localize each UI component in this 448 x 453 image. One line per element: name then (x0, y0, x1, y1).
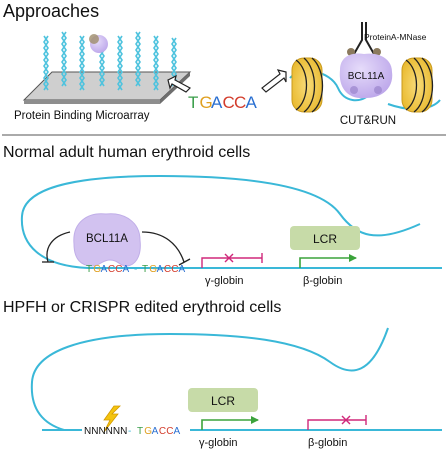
mnase-label: ProteinA-MNase (364, 32, 427, 42)
left-nucleosome (291, 57, 324, 113)
microarray-illustration (22, 31, 192, 104)
normal-lcr-box (290, 226, 360, 250)
microarray-label: Protein Binding Microarray (14, 110, 150, 122)
motif-letter: T (188, 93, 198, 112)
approach-arrows (167, 69, 287, 93)
right-nucleosome (401, 57, 434, 113)
motif-letter: A (123, 264, 130, 275)
hpfh-lcr-box (188, 388, 258, 412)
normal-motif-dash: - (134, 264, 137, 275)
dna-probes (43, 31, 177, 91)
motif-letter: A (246, 93, 258, 112)
hpfh-motif-dash: - (128, 426, 131, 437)
left-repression-arc (46, 231, 71, 263)
approaches-heading: Approaches (3, 1, 99, 21)
hpfh-mutated-prefix: NNNNNN (84, 426, 127, 437)
hpfh-beta-arrow (307, 415, 367, 430)
cutrun-illustration: BCL11A (289, 22, 441, 113)
hpfh-lcr-label: LCR (211, 394, 235, 408)
motif-letter: C (164, 264, 171, 275)
hpfh-gamma-label: γ-globin (199, 437, 238, 449)
motif-letter: A (174, 426, 181, 437)
motif-letter: C (115, 264, 122, 275)
motif-letter: C (159, 426, 166, 437)
normal-protein (73, 213, 141, 267)
motif-letter: A (152, 426, 159, 437)
motif-letter: G (149, 264, 157, 275)
motif-letter: A (211, 93, 223, 112)
right-repression-arc (141, 231, 185, 263)
motif-letter: T (137, 426, 143, 437)
motif-letter: T (86, 264, 92, 275)
antibody (353, 22, 375, 55)
normal-beta-arrow (299, 254, 357, 268)
hpfh-beta-label: β-globin (308, 437, 347, 449)
motif-letter: A (179, 264, 186, 275)
motif-letter: G (93, 264, 101, 275)
hpfh-heading: HPFH or CRISPR edited erythroid cells (3, 299, 281, 316)
motif-letter: G (144, 426, 152, 437)
motif-letter: G (200, 93, 213, 112)
normal-heading: Normal adult human erythroid cells (3, 144, 250, 161)
hpfh-dna-loop (30, 327, 442, 431)
motif-letter: T (142, 264, 148, 275)
normal-lcr-label: LCR (313, 232, 337, 246)
hpfh-gamma-arrow (201, 416, 259, 430)
normal-beta-label: β-globin (303, 275, 342, 287)
motif-letter: A (157, 264, 164, 275)
motif-letter: C (166, 426, 173, 437)
normal-gamma-label: γ-globin (205, 275, 244, 287)
normal-dna-loop (20, 174, 442, 269)
motif-letter: C (108, 264, 115, 275)
left-approach-arrow (167, 74, 191, 93)
motif-letter: C (223, 93, 235, 112)
normal-protein-label: BCL11A (86, 233, 128, 245)
cutrun-protein-label: BCL11A (348, 71, 385, 82)
right-approach-arrow (261, 69, 287, 93)
motif-letter: C (234, 93, 246, 112)
crispr-lightning-icon (103, 405, 121, 433)
normal-gamma-arrow (201, 253, 263, 268)
motif-letter: A (101, 264, 108, 275)
motif-letter: C (171, 264, 178, 275)
cutrun-label: CUT&RUN (340, 115, 396, 127)
